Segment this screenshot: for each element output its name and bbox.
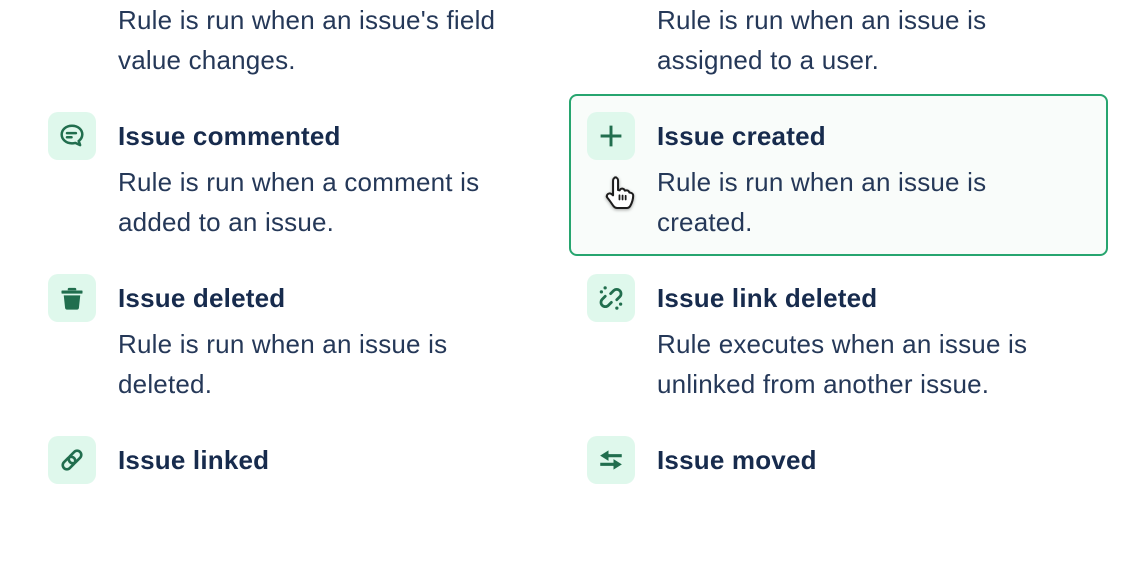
transfer-arrows-icon: [587, 436, 635, 484]
trigger-title: Issue linked: [118, 444, 270, 475]
trigger-card-issue-commented[interactable]: Issue commented Rule is run when a comme…: [30, 94, 569, 256]
trigger-description: Rule is run when a comment is added to a…: [118, 167, 480, 237]
trigger-description: Rule is run when an issue's field value …: [118, 5, 496, 75]
trigger-card-issue-link-deleted[interactable]: Issue link deleted Rule executes when an…: [569, 256, 1108, 418]
trigger-card-issue-deleted[interactable]: Issue deleted Rule is run when an issue …: [30, 256, 569, 418]
trigger-description: Rule executes when an issue is unlinked …: [657, 329, 1028, 399]
link-icon: [48, 436, 96, 484]
broken-link-icon: [587, 274, 635, 322]
trigger-options-grid: Rule is run when an issue's field value …: [30, 0, 1108, 580]
trigger-title: Issue moved: [657, 444, 817, 475]
trigger-card-issue-linked[interactable]: Issue linked: [30, 418, 569, 580]
trigger-title: Issue commented: [118, 120, 341, 151]
plus-icon: [587, 112, 635, 160]
trigger-title: Issue created: [657, 120, 826, 151]
trigger-description: Rule is run when an issue is assigned to…: [657, 5, 987, 75]
trigger-card-issue-created[interactable]: Issue created Rule is run when an issue …: [569, 94, 1108, 256]
trash-icon: [48, 274, 96, 322]
comment-icon: [48, 112, 96, 160]
trigger-card-issue-moved[interactable]: Issue moved: [569, 418, 1108, 580]
trigger-card-top-right-partial[interactable]: Rule is run when an issue is assigned to…: [569, 0, 1108, 94]
trigger-card-top-left-partial[interactable]: Rule is run when an issue's field value …: [30, 0, 569, 94]
trigger-description: Rule is run when an issue is deleted.: [118, 329, 448, 399]
trigger-title: Issue deleted: [118, 282, 286, 313]
trigger-description: Rule is run when an issue is created.: [657, 167, 987, 237]
trigger-title: Issue link deleted: [657, 282, 878, 313]
